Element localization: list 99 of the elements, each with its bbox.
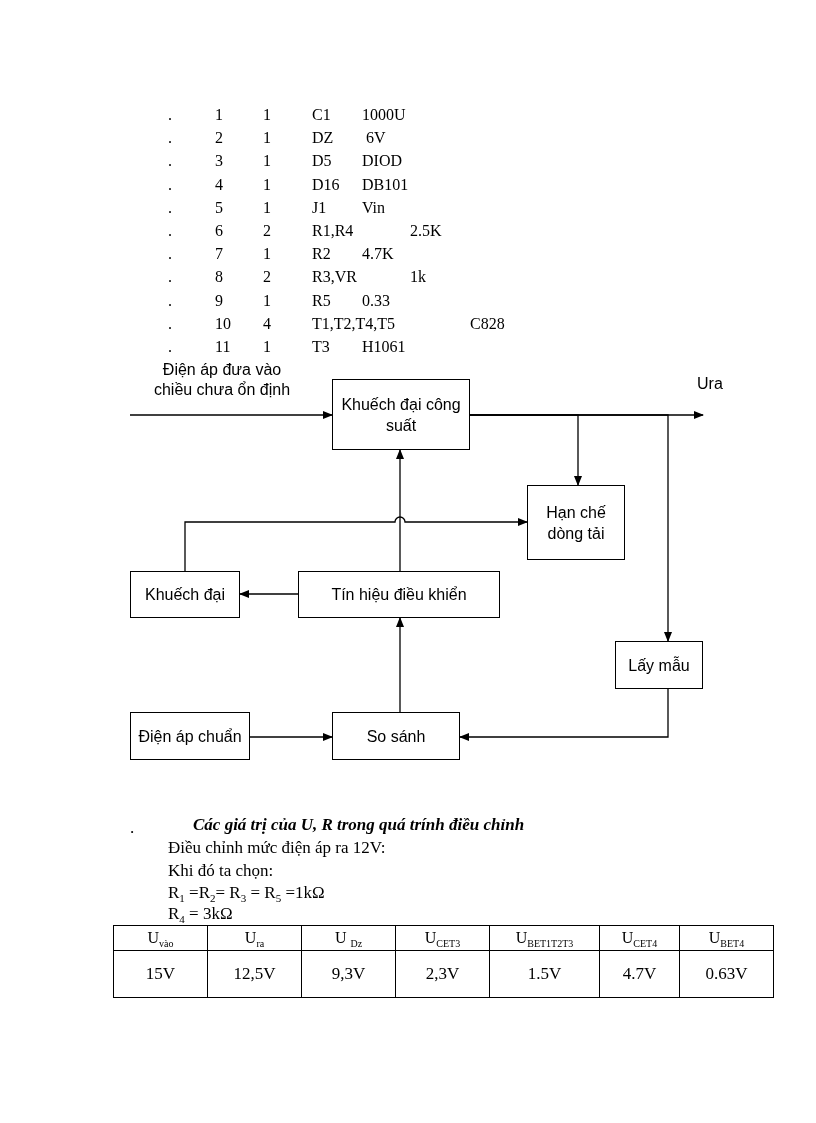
parts-list-cell: T3 <box>312 338 330 356</box>
parts-list-cell: 1 <box>263 245 271 264</box>
table-cell: U$_{CET4}$ <box>600 926 680 951</box>
box-label: Lấy mẫu <box>628 655 690 676</box>
process-box <box>615 641 703 689</box>
box-label: Tín hiệu điều khiển <box>331 585 467 605</box>
parts-list-cell: 7 <box>215 245 223 264</box>
table-cell: 4.7V <box>600 951 680 998</box>
parts-list-cell: 1 <box>263 338 271 356</box>
parts-list-cell: 4 <box>215 175 223 194</box>
arrow <box>459 688 669 741</box>
parts-list-cell: DB101 <box>362 175 409 194</box>
parts-list-cell: . <box>168 129 172 148</box>
process-box <box>332 379 470 450</box>
parts-list-cell: 6 <box>215 222 223 240</box>
parts-list-cell: 1 <box>263 106 271 124</box>
arrow <box>469 414 672 642</box>
parts-list-cell: 6V <box>366 129 386 148</box>
parts-list-cell: 3 <box>215 152 223 171</box>
parts-list-cell: . <box>168 152 172 171</box>
parts-list-cell: . <box>168 338 172 356</box>
box-label: Điện áp chuẩn <box>138 726 242 747</box>
section-heading: Các giá trị của U, R trong quá trính điều chỉnh <box>193 815 525 835</box>
box-label: Khuếch đại <box>144 585 226 605</box>
parts-list-cell: 1000U <box>362 106 406 124</box>
parts-list-cell: 5 <box>215 198 223 217</box>
arrow <box>239 590 299 598</box>
table-cell: 12,5V <box>208 951 302 998</box>
parts-list-cell: 1 <box>263 129 271 148</box>
parts-list-cell: 4.7K <box>362 245 394 264</box>
process-box <box>130 571 240 618</box>
parts-list-cell: DIOD <box>362 152 402 171</box>
table-cell: U$_{BET4}$ <box>680 926 774 951</box>
table-cell: U$_{ra}$ <box>208 926 302 951</box>
arrow <box>249 733 333 741</box>
parts-list-cell: D16 <box>312 175 340 194</box>
parts-list-cell: 1k <box>410 268 426 287</box>
parts-list-cell: 2 <box>263 268 271 287</box>
parts-list-cell: . <box>168 198 172 217</box>
parts-list-cell: 8 <box>215 268 223 287</box>
arrow <box>129 411 333 419</box>
box-label: Khuếch đại công suất <box>340 394 462 436</box>
parts-list-cell: . <box>168 291 172 310</box>
process-box <box>298 571 500 618</box>
box-label: So sánh <box>366 726 426 747</box>
table-cell: 2,3V <box>396 951 490 998</box>
arrow <box>396 449 404 572</box>
parts-list-cell: . <box>168 222 172 240</box>
parts-list-cell: 1 <box>215 106 223 124</box>
parts-list-cell: C828 <box>470 314 505 333</box>
parts-list-cell: R2 <box>312 245 331 264</box>
parts-list-cell: 1 <box>263 175 271 194</box>
table-cell: 0.63V <box>680 951 774 998</box>
parts-list-cell: 1 <box>263 152 271 171</box>
parts-list-cell: 2 <box>263 222 271 240</box>
parts-list-cell: 1 <box>263 291 271 310</box>
parts-list-cell: R1,R4 <box>312 222 354 240</box>
arrow <box>396 617 404 713</box>
text-line: R$_{1}$ =R$_{2}$= R$_{3}$ = R$_{5}$ =1kΩ <box>168 883 325 907</box>
arrow <box>184 516 528 572</box>
text-line: Điều chỉnh mức điện áp ra 12V: <box>168 838 386 858</box>
table-cell: 1.5V <box>490 951 600 998</box>
parts-list-cell: . <box>168 268 172 287</box>
box-label: Hạn chế dòng tải <box>545 502 607 544</box>
parts-list-cell: C1 <box>312 106 331 124</box>
process-box <box>332 712 460 760</box>
table-cell: U$_{BET1T2T3}$ <box>490 926 600 951</box>
parts-list-cell: R3,VR <box>312 268 357 287</box>
text-line: R$_{4}$ = 3kΩ <box>168 904 233 928</box>
parts-list-cell: H1061 <box>362 338 406 356</box>
table-cell: 15V <box>114 951 208 998</box>
parts-list-cell: Vin <box>362 198 386 217</box>
parts-list-cell: 9 <box>215 291 223 310</box>
parts-list-cell: T1,T2,T4,T5 <box>312 314 396 333</box>
parts-list-cell: DZ <box>312 129 334 148</box>
parts-list-cell: 1 <box>263 198 271 217</box>
parts-list-cell: R5 <box>312 291 331 310</box>
parts-list-cell: 11 <box>215 338 231 356</box>
signal-label: Điện áp đưa vào chiều chưa ổn định <box>152 360 292 400</box>
parts-list-cell: 2.5K <box>410 222 442 240</box>
signal-label: Ura <box>697 374 723 394</box>
parts-list-cell: 10 <box>215 314 231 333</box>
parts-list-cell: . <box>168 106 172 124</box>
text-line: Khi đó ta chọn: <box>168 861 274 881</box>
table-cell: 9,3V <box>302 951 396 998</box>
parts-list-cell: J1 <box>312 198 327 217</box>
parts-list-cell: 2 <box>215 129 223 148</box>
text-line: . <box>130 818 135 838</box>
table-cell: U$_{vào}$ <box>114 926 208 951</box>
parts-list-cell: D5 <box>312 152 332 171</box>
parts-list-cell: . <box>168 314 172 333</box>
process-box <box>527 485 625 560</box>
parts-list-cell: 0.33 <box>362 291 390 310</box>
parts-list-cell: . <box>168 175 172 194</box>
parts-list-cell: . <box>168 245 172 264</box>
table-cell: U$_{CET3}$ <box>396 926 490 951</box>
parts-list-cell: 4 <box>263 314 271 333</box>
table-cell: U $_{Dz}$ <box>302 926 396 951</box>
process-box <box>130 712 250 760</box>
